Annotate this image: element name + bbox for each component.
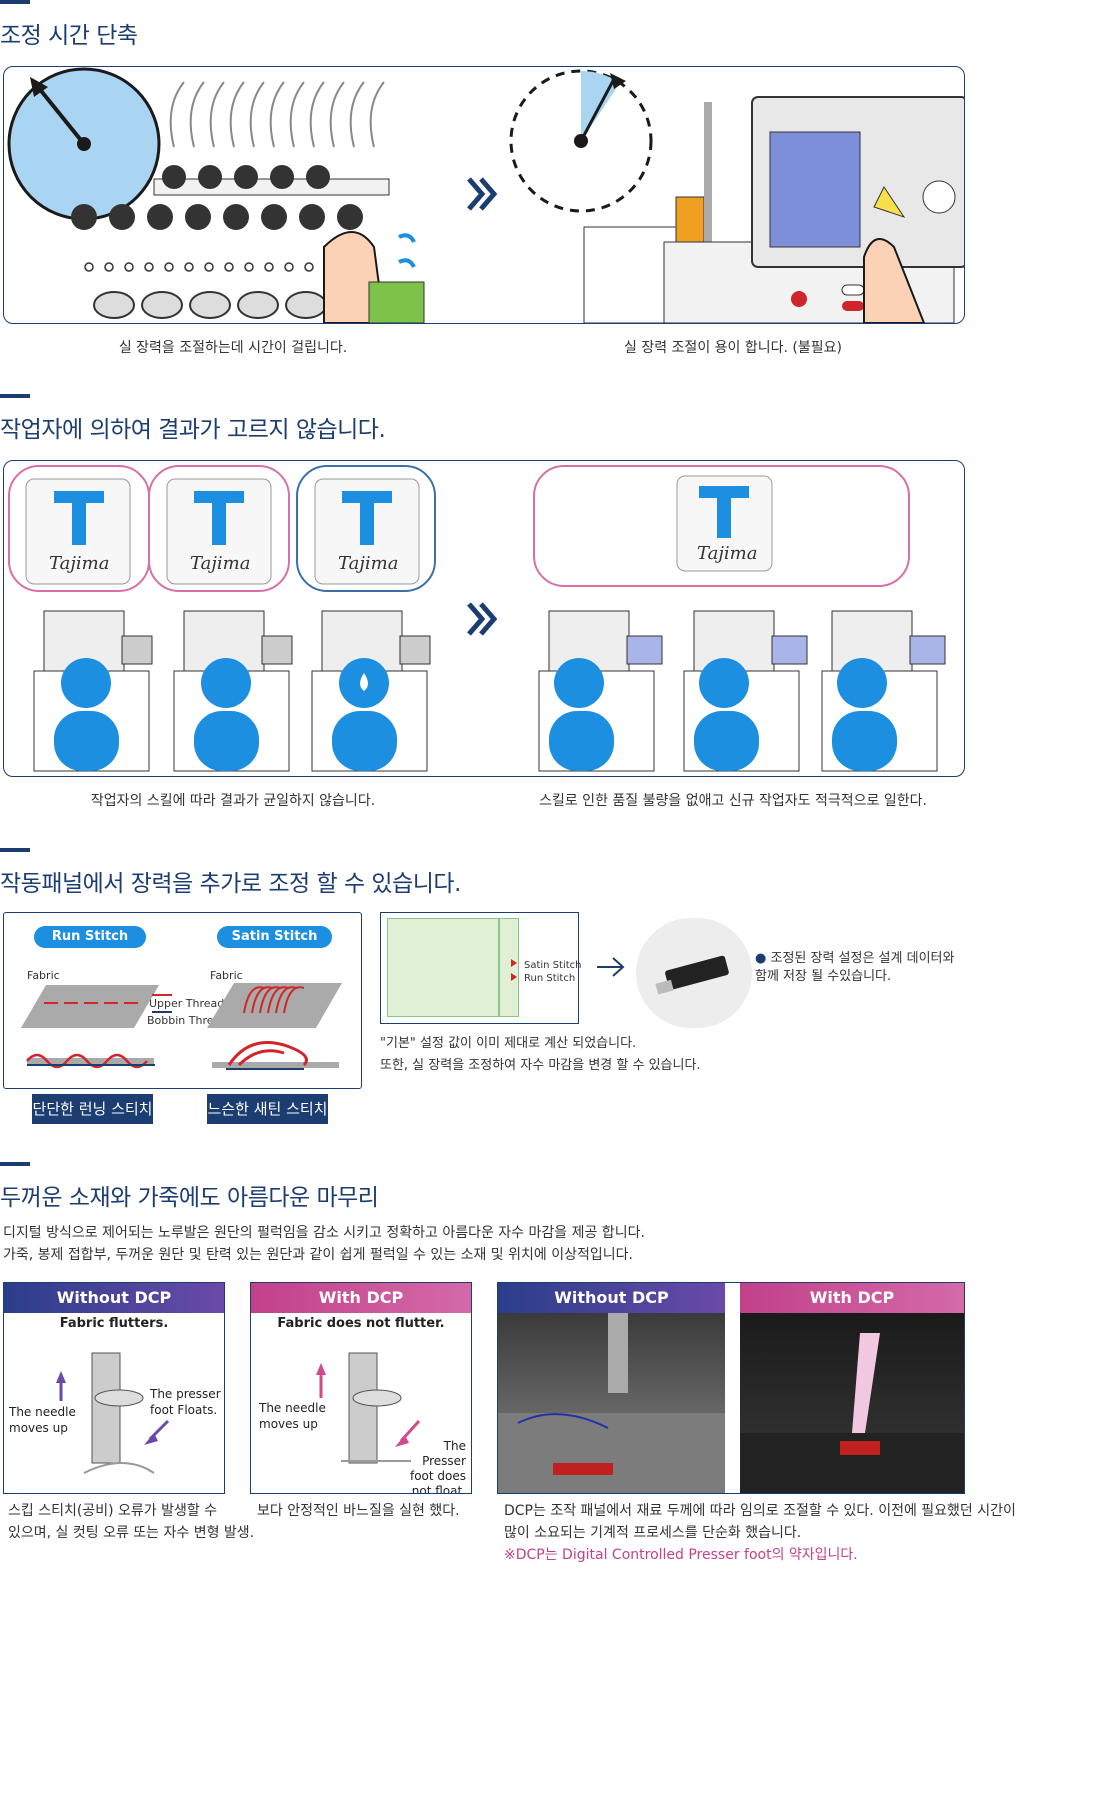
- next-arrow-icon: [467, 177, 498, 211]
- section-marker: [0, 848, 30, 852]
- tight-run-stitch-label: 단단한 런닝 스티치: [32, 1094, 153, 1124]
- loose-satin-stitch-label: 느슨한 새틴 스티치: [207, 1094, 328, 1124]
- with-dcp-photo: [740, 1313, 964, 1493]
- dcp-intro-2: 가죽, 봉제 접합부, 두꺼운 원단 및 탄력 있는 원단과 같이 쉽게 펄럭일…: [3, 1247, 633, 1263]
- usb-icon: [655, 955, 729, 995]
- screen-left-pane: [387, 918, 499, 1017]
- run-stitch-label: Run Stitch: [34, 926, 146, 948]
- adjust-time-illustration: [7, 67, 964, 323]
- operation-screen: Satin Stitch Run Stitch: [380, 912, 582, 1024]
- stitch-diagram-panel: Run Stitch Satin Stitch Fabric Fabric Up…: [3, 912, 362, 1089]
- dashed-clock-icon: [509, 69, 653, 213]
- fabric-label: Fabric: [210, 969, 243, 982]
- satin-stitch-label: Satin Stitch: [217, 926, 332, 948]
- without-dcp-header: Without DCP: [4, 1283, 224, 1313]
- photo-with-header: With DCP: [740, 1283, 964, 1313]
- caption-skip-stitch-2: 있으며, 실 컷팅 오류 또는 자수 변형 발생.: [8, 1525, 255, 1541]
- caption-dcp-abbreviation: ※DCP는 Digital Controlled Presser foot의 약…: [504, 1547, 858, 1563]
- section-title-thick-materials: 두꺼운 소재와 가죽에도 아름다운 마무리: [0, 1185, 379, 1211]
- with-dcp-header: With DCP: [251, 1283, 471, 1313]
- without-dcp-card: Without DCP Fabric flutters. The needle …: [3, 1282, 225, 1494]
- dcp-intro-1: 디지털 방식으로 제어되는 노루발은 원단의 펄럭임을 감소 시키고 정확하고 …: [3, 1225, 645, 1241]
- caption-dcp-2: 많이 소요되는 기계적 프로세스를 단순화 했습니다.: [504, 1525, 802, 1541]
- without-dcp-subtitle: Fabric flutters.: [59, 1316, 169, 1331]
- photo-without-header: Without DCP: [498, 1283, 725, 1313]
- presser-label: The presser foot Floats.: [150, 1387, 221, 1417]
- tajima-logo: Tajima: [49, 553, 109, 574]
- with-dcp-card: With DCP Fabric does not flutter. The ne…: [250, 1282, 472, 1494]
- caption-skill-varies: 작업자의 스킬에 따라 결과가 균일하지 않습니다.: [90, 793, 376, 809]
- fabric-label: Fabric: [27, 969, 60, 982]
- tajima-logo: Tajima: [338, 553, 398, 574]
- presser-label: The Presser foot does not float.: [409, 1439, 466, 1494]
- section-marker: [0, 394, 30, 398]
- needle-label: The needle moves up: [259, 1401, 326, 1431]
- bullet-icon: ●: [755, 951, 771, 966]
- adjust-time-panel: [3, 66, 965, 324]
- next-arrow-icon: [467, 602, 498, 636]
- default-setting-note: "기본" 설정 값이 이미 제대로 계산 되었습니다.: [380, 1036, 637, 1051]
- operators-illustration: Tajima Tajima Tajima Tajima: [8, 465, 946, 772]
- section-title-uneven-results: 작업자에 의하여 결과가 고르지 않습니다.: [0, 417, 386, 443]
- caption-skip-stitch-1: 스킵 스티치(공비) 오류가 발생할 수: [8, 1503, 218, 1519]
- bobbin-thread-label: Bobbin Thread: [147, 1014, 228, 1027]
- without-dcp-photo: [498, 1313, 725, 1493]
- upper-thread-label: Upper Thread: [149, 997, 225, 1010]
- screen-right-pane: [499, 918, 519, 1017]
- tajima-logo: Tajima: [697, 543, 757, 564]
- tajima-logo: Tajima: [190, 553, 250, 574]
- tension-save-note: ● 조정된 장력 설정은 설계 데이터와 함께 저장 될 수있습니다.: [755, 951, 955, 984]
- caption-skill-removed: 스킬로 인한 품질 불량을 없애고 신규 작업자도 적극적으로 일한다.: [539, 793, 927, 809]
- tension-change-note: 또한, 실 장력을 조정하여 자수 마감을 변경 할 수 있습니다.: [380, 1058, 701, 1073]
- dcp-photo-comparison: Without DCP With DCP: [497, 1282, 965, 1494]
- screen-run-label: Run Stitch: [524, 973, 576, 984]
- caption-stable-sewing: 보다 안정적인 바느질을 실현 했다.: [257, 1503, 460, 1519]
- uneven-results-panel: Tajima Tajima Tajima Tajima: [3, 460, 965, 777]
- caption-easy-adjust: 실 장력 조절이 용이 합니다. (불필요): [624, 340, 842, 356]
- right-arrow-icon: [597, 957, 625, 977]
- with-dcp-subtitle: Fabric does not flutter.: [277, 1316, 445, 1331]
- section-marker: [0, 1162, 30, 1166]
- caption-slow-adjust: 실 장력을 조절하는데 시간이 걸립니다.: [118, 340, 348, 356]
- caption-dcp-1: DCP는 조작 패널에서 재료 두께에 따라 임의로 조절할 수 있다. 이전에…: [504, 1503, 1016, 1519]
- section-marker: [0, 0, 30, 4]
- screen-satin-label: Satin Stitch: [524, 960, 582, 971]
- section-title-panel-tension: 작동패널에서 장력을 추가로 조정 할 수 있습니다.: [0, 871, 461, 897]
- section-title-adjust-time: 조정 시간 단축: [0, 23, 138, 49]
- usb-drive-image: [636, 918, 752, 1028]
- needle-label: The needle moves up: [9, 1405, 76, 1435]
